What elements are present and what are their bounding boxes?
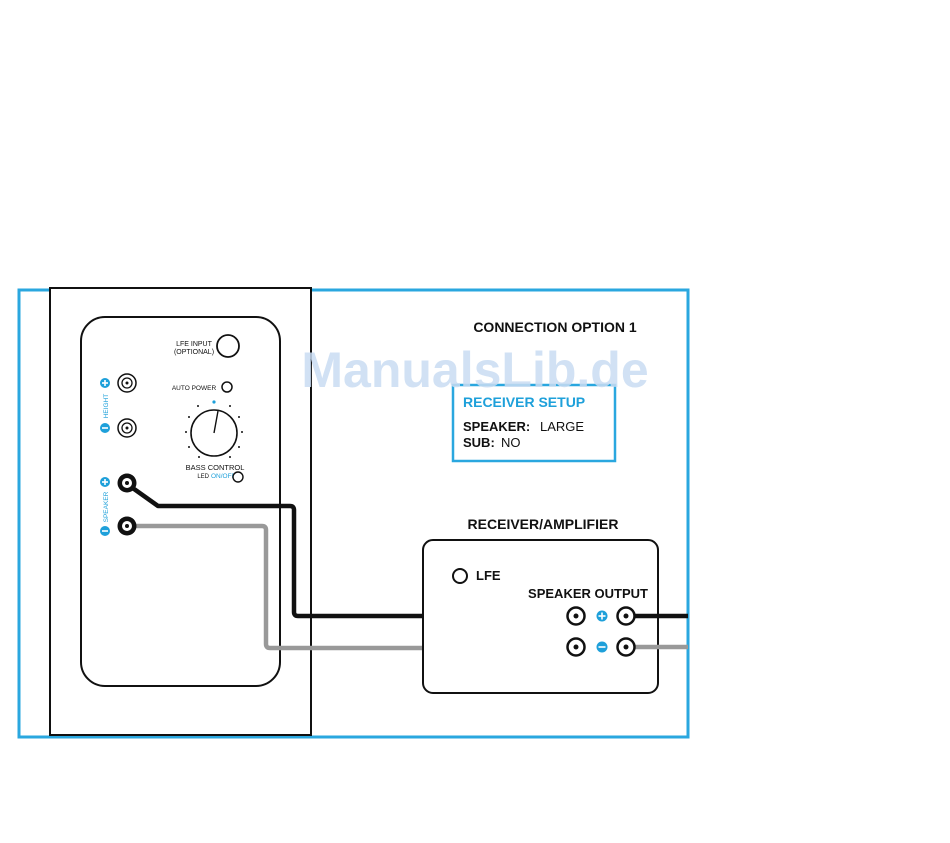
on-off-label: ON/OFF (211, 473, 236, 480)
lfe-input-jack (217, 335, 239, 357)
height-minus-terminal (118, 419, 136, 437)
led-word: LED (197, 474, 209, 480)
speaker-label: SPEAKER (103, 491, 110, 522)
setup-speaker-key: SPEAKER: (463, 419, 530, 434)
receiver-minus-terminal-left (568, 639, 585, 656)
receiver-plus-icon (597, 611, 608, 622)
receiver-lfe-label: LFE (476, 568, 501, 583)
speaker-plus-icon (100, 477, 110, 487)
watermark-text: ManualsLib.de (301, 342, 648, 398)
speaker-output-label: SPEAKER OUTPUT (528, 586, 648, 601)
receiver-label: RECEIVER/AMPLIFIER (468, 516, 619, 532)
receiver-plus-terminal-right (618, 608, 635, 625)
setup-speaker-value: LARGE (540, 419, 584, 434)
lfe-input-label-line1: LFE INPUT (176, 341, 213, 348)
setup-sub-key: SUB: (463, 435, 495, 450)
lfe-input-label-line2: (OPTIONAL) (174, 349, 214, 356)
receiver-minus-icon (597, 642, 608, 653)
receiver-lfe-jack (453, 569, 467, 583)
height-plus-icon (100, 378, 110, 388)
setup-sub-value: NO (501, 435, 521, 450)
height-minus-icon (100, 423, 110, 433)
speaker-minus-terminal (118, 517, 137, 536)
receiver-plus-terminal-left (568, 608, 585, 625)
speaker-minus-icon (100, 526, 110, 536)
bass-control-label: BASS CONTROL (186, 463, 245, 472)
receiver-minus-terminal-right (618, 639, 635, 656)
speaker-plus-terminal (118, 474, 137, 493)
led-label: LED (197, 474, 209, 480)
auto-power-led (222, 382, 232, 392)
height-plus-terminal (118, 374, 136, 392)
auto-power-label: AUTO POWER (172, 385, 217, 392)
speaker-rear-panel (81, 317, 280, 686)
height-label: HEIGHT (103, 394, 110, 419)
led-switch (233, 472, 243, 482)
diagram-title: CONNECTION OPTION 1 (473, 319, 637, 335)
